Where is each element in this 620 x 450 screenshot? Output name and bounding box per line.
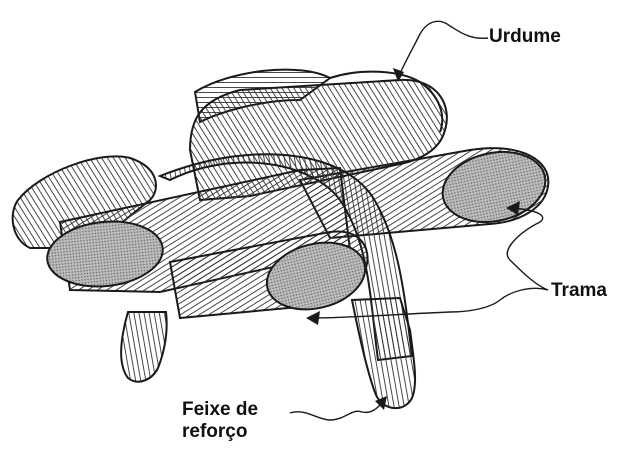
binder-leg-left	[121, 312, 166, 382]
leader-urdume	[393, 21, 488, 82]
label-urdume: Urdume	[489, 26, 561, 48]
leader-feixe	[290, 396, 387, 420]
label-feixe-line1: Feixe de	[182, 399, 258, 421]
label-trama: Trama	[551, 280, 607, 302]
label-feixe-line2: reforço	[182, 421, 247, 443]
